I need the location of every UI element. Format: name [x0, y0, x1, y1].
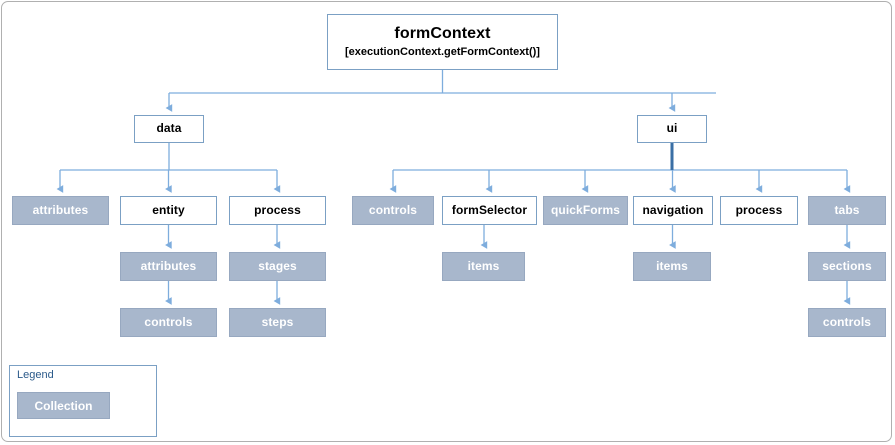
node-ui-quickForms[interactable]: quickForms	[543, 196, 628, 225]
node-process-stages[interactable]: stages	[229, 252, 326, 281]
node-formContext[interactable]: formContext [executionContext.getFormCon…	[327, 14, 558, 70]
node-navigation-items-label: items	[656, 258, 688, 273]
node-ui[interactable]: ui	[637, 115, 707, 143]
node-formSelector-items[interactable]: items	[442, 252, 525, 281]
node-ui-formSelector-label: formSelector	[451, 202, 528, 217]
node-stages-steps[interactable]: steps	[229, 308, 326, 337]
node-ui-process-label: process	[735, 202, 783, 217]
node-ui-label: ui	[666, 121, 678, 136]
node-data-attributes[interactable]: attributes	[12, 196, 109, 225]
node-tabs-sections[interactable]: sections	[808, 252, 886, 281]
node-ui-tabs-label: tabs	[834, 202, 860, 217]
node-ui-navigation-label: navigation	[642, 202, 704, 217]
node-formSelector-items-label: items	[467, 258, 500, 273]
node-entity-attributes-label: attributes	[140, 258, 197, 273]
node-navigation-items[interactable]: items	[633, 252, 711, 281]
node-sections-controls[interactable]: controls	[808, 308, 886, 337]
legend-title: Legend	[17, 369, 54, 381]
node-ui-navigation[interactable]: navigation	[633, 196, 713, 225]
node-formContext-label: formContext	[394, 25, 491, 43]
node-ui-controls-label: controls	[368, 202, 418, 217]
node-data-process[interactable]: process	[229, 196, 326, 225]
legend-item-collection-label: Collection	[34, 398, 93, 413]
node-sections-controls-label: controls	[822, 314, 872, 329]
node-ui-process[interactable]: process	[720, 196, 798, 225]
node-formContext-sublabel: [executionContext.getFormContext()]	[345, 45, 540, 58]
node-data[interactable]: data	[134, 115, 204, 143]
node-data-entity-label: entity	[152, 202, 185, 217]
node-data-label: data	[156, 121, 182, 136]
node-ui-formSelector[interactable]: formSelector	[442, 196, 537, 225]
node-process-stages-label: stages	[258, 258, 297, 273]
node-ui-controls[interactable]: controls	[352, 196, 434, 225]
node-data-attributes-label: attributes	[32, 202, 89, 217]
legend-item-collection: Collection	[17, 392, 110, 419]
node-ui-quickForms-label: quickForms	[550, 202, 620, 217]
node-attributes-controls-label: controls	[144, 314, 193, 329]
node-data-process-label: process	[254, 202, 301, 217]
node-data-entity[interactable]: entity	[120, 196, 217, 225]
node-attributes-controls[interactable]: controls	[120, 308, 217, 337]
edges-group	[56, 70, 851, 305]
node-ui-tabs[interactable]: tabs	[808, 196, 886, 225]
node-tabs-sections-label: sections	[822, 258, 872, 273]
node-entity-attributes[interactable]: attributes	[120, 252, 217, 281]
node-stages-steps-label: steps	[261, 314, 294, 329]
